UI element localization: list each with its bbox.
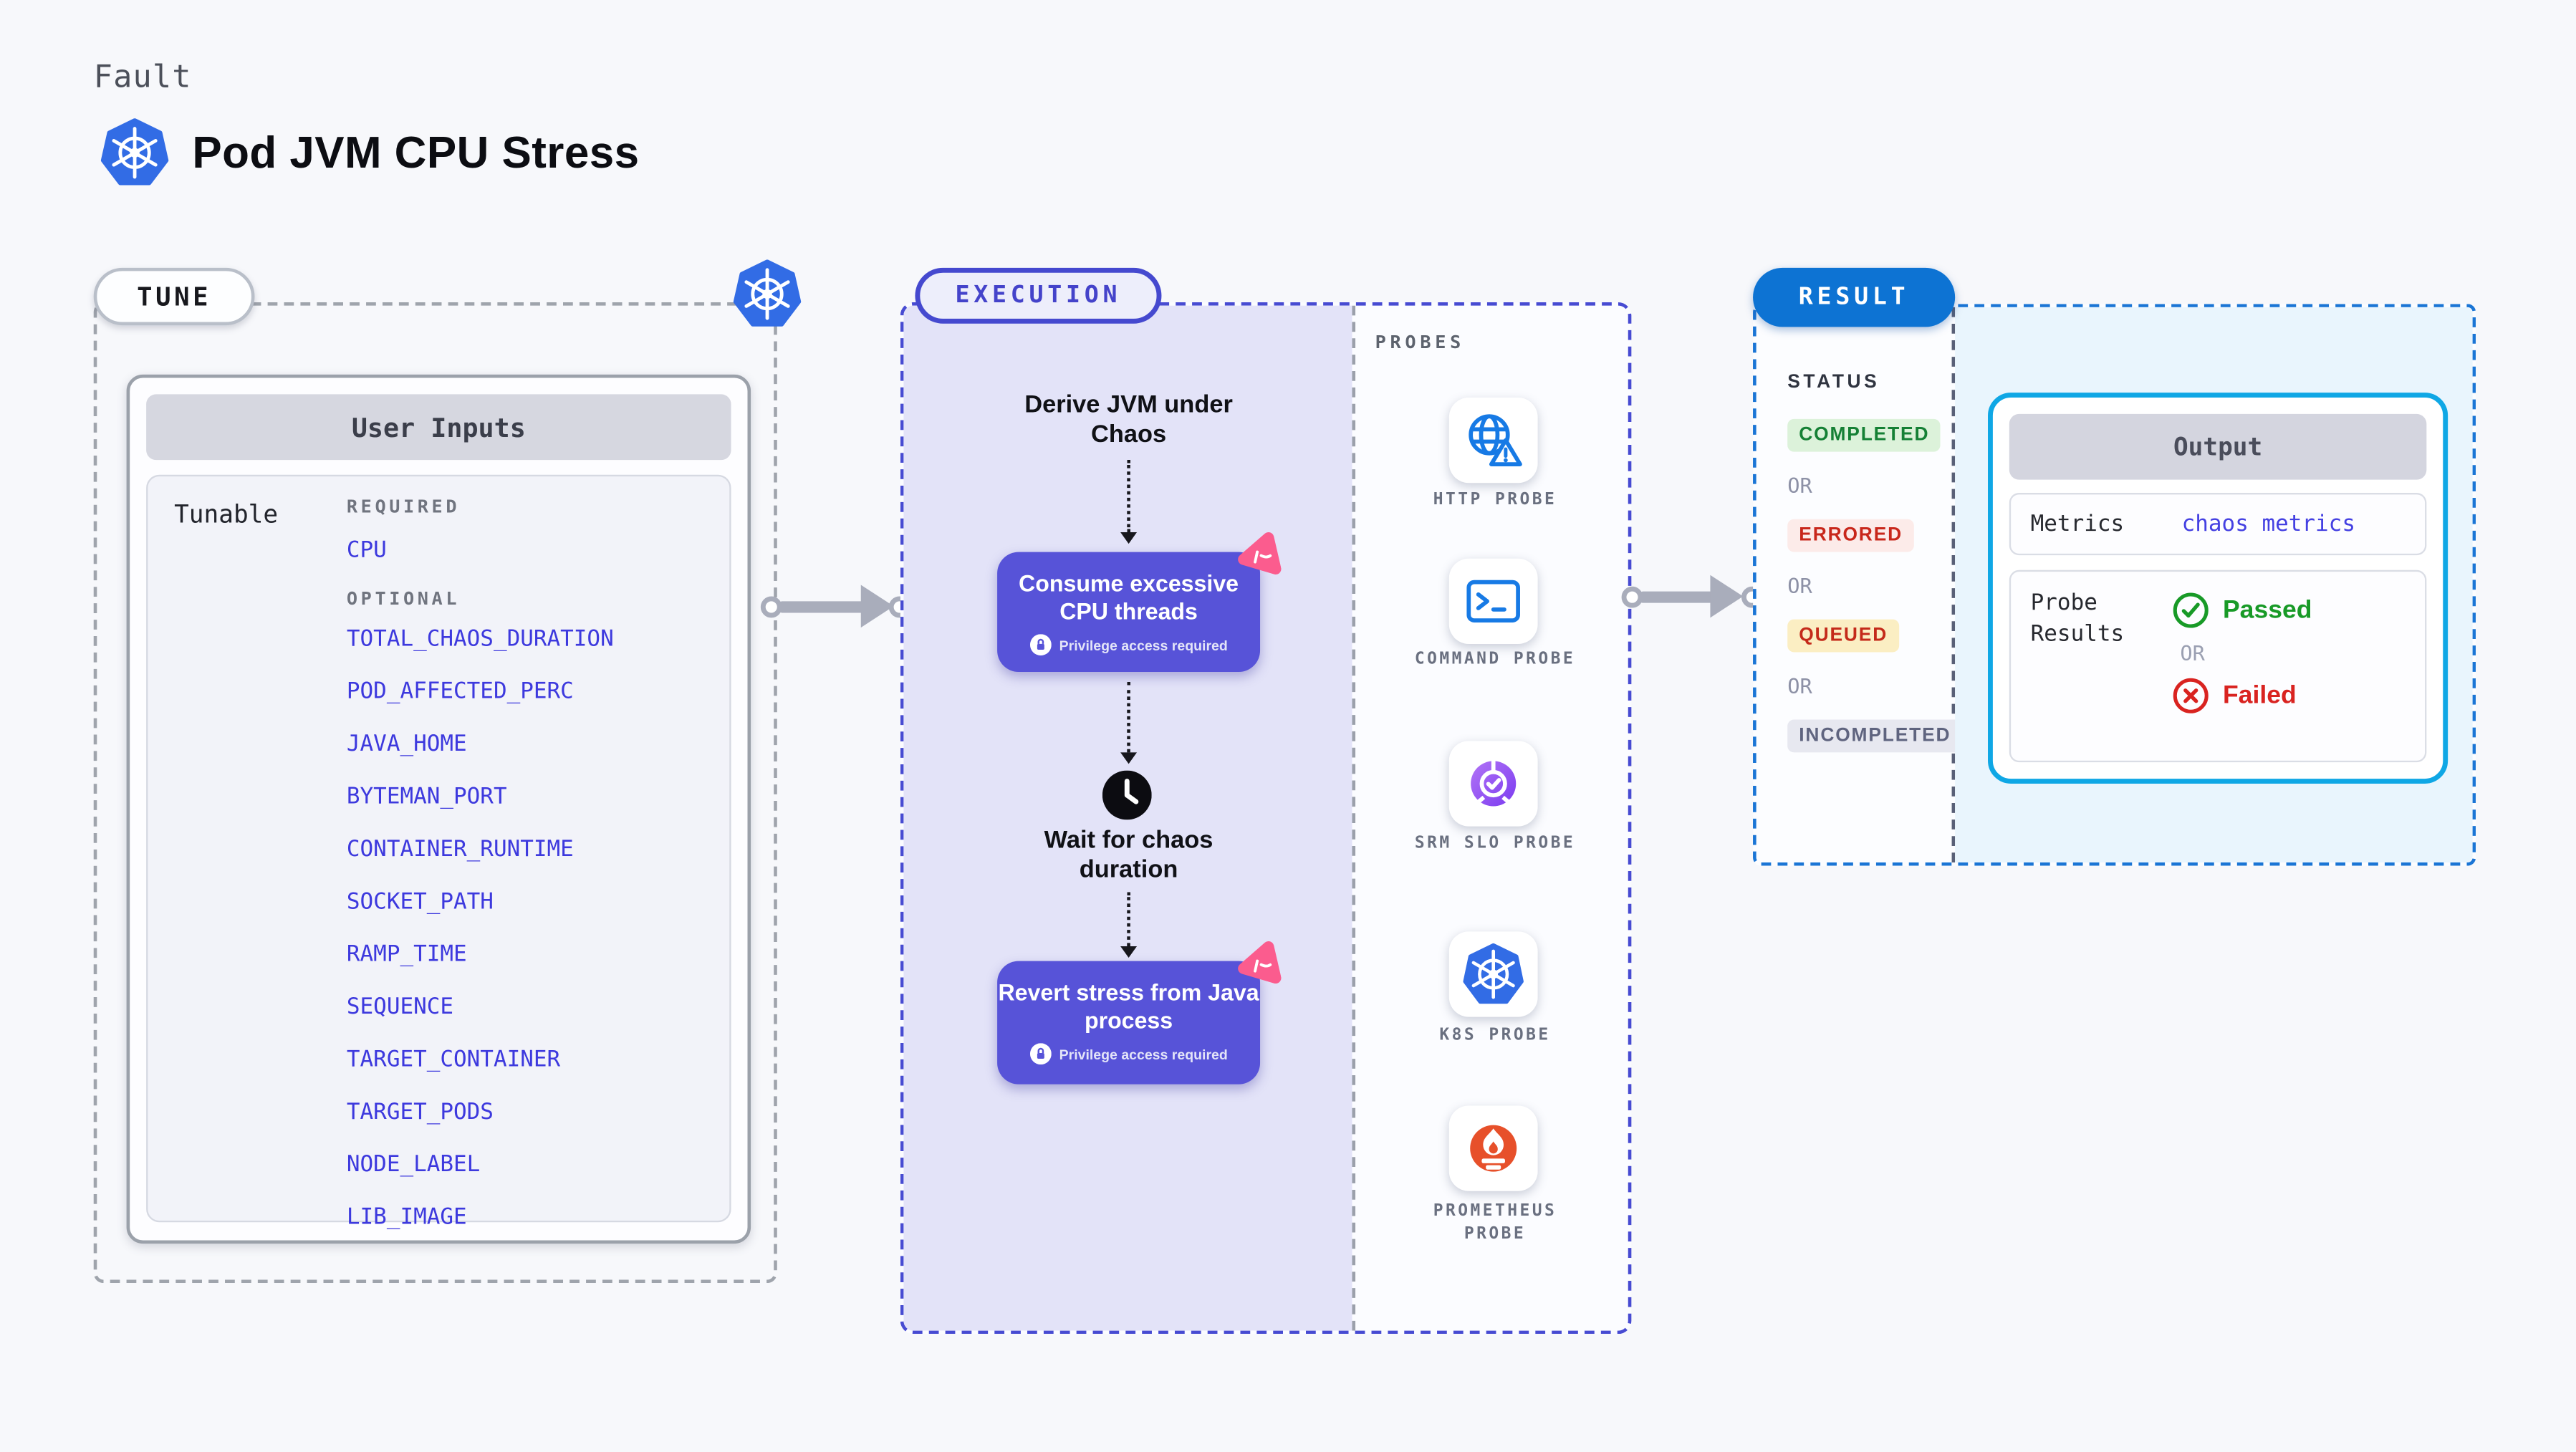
lock-icon	[1029, 1043, 1052, 1065]
status-badge-queued: QUEUED	[1787, 619, 1900, 653]
http-probe-icon	[1461, 408, 1527, 473]
tunable-item: BYTEMAN_PORT	[346, 783, 507, 810]
probe-label: K8S PROBE	[1439, 1027, 1551, 1045]
probe-tile	[1448, 741, 1538, 827]
tunable-item: CONTAINER_RUNTIME	[346, 836, 574, 863]
passed-check-icon	[2172, 592, 2210, 630]
chaos-mark-icon	[1232, 940, 1284, 998]
passed-label: Passed	[2222, 595, 2312, 624]
k8s-probe-icon	[1461, 941, 1527, 1007]
probes-panel-label: PROBES	[1375, 332, 1466, 354]
step-consume-label: Consume excessive CPU threads	[1019, 569, 1239, 625]
step-wait-label: Wait for chaos duration	[1044, 826, 1213, 883]
result-badge: RESULT	[1753, 267, 1956, 327]
failed-cross-icon	[2172, 677, 2210, 715]
tunable-item: CPU	[346, 537, 387, 564]
kubernetes-logo-icon	[100, 118, 169, 187]
probe-tile	[1448, 398, 1538, 484]
step-derive-label: Derive JVM under Chaos	[1024, 390, 1233, 448]
tunable-item: POD_AFFECTED_PERC	[346, 678, 574, 705]
command-probe-icon	[1461, 569, 1527, 635]
tunable-item: SEQUENCE	[346, 994, 454, 1021]
privilege-note: Privilege access required	[1059, 636, 1228, 653]
tunable-item: LIB_IMAGE	[346, 1204, 467, 1231]
fault-eyebrow: Fault	[93, 59, 192, 96]
status-badge-completed: COMPLETED	[1787, 418, 1941, 452]
step-revert-label: Revert stress from Java process	[998, 979, 1259, 1034]
probe-results-label: Probe Results	[2030, 590, 2125, 648]
or-separator: OR	[2180, 640, 2205, 665]
probe-results-row: Probe Results Passed OR	[2009, 569, 2427, 763]
metrics-value: chaos metrics	[2181, 511, 2355, 537]
status-badge-incompleted: INCOMPLETED	[1787, 719, 1963, 753]
status-badge-errored: ERRORED	[1787, 519, 1915, 552]
failed-label: Failed	[2222, 681, 2297, 709]
flow-arrow-down-icon	[903, 681, 1352, 764]
execution-badge: EXECUTION	[915, 267, 1162, 324]
execution-section-box: Derive JVM under Chaos Consume excessive…	[900, 302, 1632, 1335]
tunable-item: TARGET_PODS	[346, 1099, 494, 1125]
tunable-item: JAVA_HOME	[346, 731, 467, 758]
output-card-header: Output	[2009, 413, 2427, 480]
tunable-item: RAMP_TIME	[346, 941, 467, 968]
probe-tile	[1448, 931, 1538, 1017]
probe-label: COMMAND PROBE	[1414, 650, 1576, 669]
tune-badge: TUNE	[93, 267, 255, 326]
user-inputs-card: User Inputs Tunable REQUIRED CPU OPTIONA…	[126, 374, 751, 1244]
status-label: STATUS	[1787, 372, 1880, 393]
lock-icon	[1029, 634, 1052, 656]
flow-arrow-down-icon	[903, 892, 1352, 958]
tunable-row-label: Tunable	[174, 499, 279, 529]
or-separator: OR	[1787, 673, 1812, 698]
tunable-item: NODE_LABEL	[346, 1151, 481, 1178]
prometheus-probe-icon	[1461, 1115, 1527, 1181]
probe-label: SRM SLO PROBE	[1414, 835, 1576, 853]
srm-slo-probe-icon	[1461, 751, 1527, 817]
tune-section-box	[93, 302, 777, 1284]
metrics-label: Metrics	[2030, 511, 2125, 537]
or-separator: OR	[1787, 473, 1812, 498]
tunable-panel: Tunable REQUIRED CPU OPTIONAL TOTAL_CHAO…	[146, 474, 731, 1231]
or-separator: OR	[1787, 573, 1812, 598]
user-inputs-header: User Inputs	[146, 394, 731, 461]
flow-arrow-down-icon	[903, 460, 1352, 544]
clock-icon	[1102, 770, 1152, 820]
page-title: Pod JVM CPU Stress	[192, 128, 640, 178]
required-group-label: REQUIRED	[346, 496, 461, 518]
privilege-note: Privilege access required	[1059, 1045, 1228, 1062]
step-consume-card: Consume excessive CPU threads Privilege …	[997, 532, 1282, 673]
output-card: Output Metrics chaos metrics Probe Resul…	[1988, 393, 2448, 784]
step-revert-card: Revert stress from Java process Privileg…	[997, 941, 1282, 1085]
kubernetes-corner-icon	[733, 259, 802, 328]
status-panel: STATUS COMPLETED OR ERRORED OR QUEUED OR…	[1756, 307, 1963, 863]
metrics-row: Metrics chaos metrics	[2009, 493, 2427, 556]
probe-label: HTTP PROBE	[1433, 491, 1557, 509]
tunable-list: REQUIRED CPU OPTIONAL TOTAL_CHAOS_DURATI…	[347, 496, 614, 1257]
execution-flow-area: Derive JVM under Chaos Consume excessive…	[903, 305, 1352, 1331]
probe-label: PROMETHEUS PROBE	[1433, 1202, 1557, 1243]
probe-tile	[1448, 558, 1538, 645]
probe-tile	[1448, 1105, 1538, 1191]
tunable-item: TARGET_CONTAINER	[346, 1046, 561, 1073]
probes-panel: PROBES HTTP PROBE	[1352, 305, 1628, 1331]
chaos-mark-icon	[1232, 531, 1284, 589]
tunable-item: TOTAL_CHAOS_DURATION	[346, 625, 614, 653]
optional-group-label: OPTIONAL	[346, 588, 461, 610]
tunable-item: SOCKET_PATH	[346, 888, 494, 915]
